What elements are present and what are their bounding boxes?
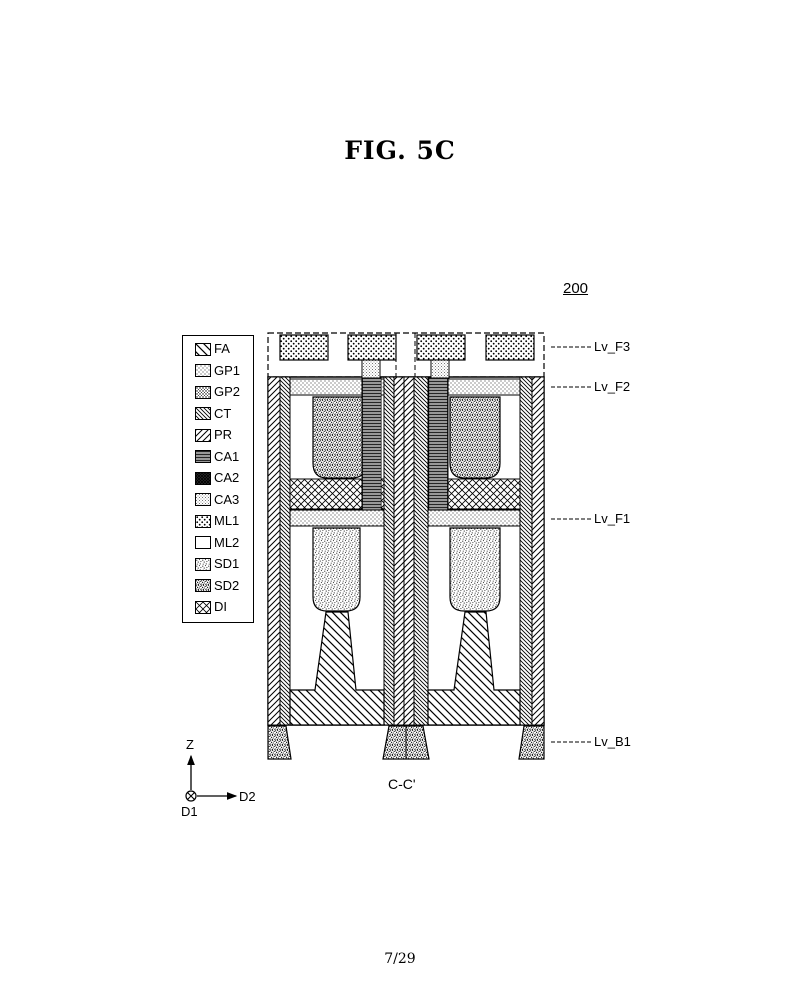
level-label-f1: Lv_F1: [594, 511, 631, 526]
figure-title: FIG. 5C: [344, 136, 456, 165]
legend-swatch-gp2: [195, 385, 211, 399]
legend-item: CA3: [195, 492, 239, 508]
legend-swatch-sd2: [195, 579, 211, 592]
legend-item: SD2: [195, 578, 239, 594]
legend-label: ML1: [214, 513, 240, 528]
legend-item: ML2: [195, 535, 239, 551]
section-label: C-C': [388, 776, 416, 792]
legend-swatch-ml2: [195, 536, 211, 549]
metal-line-ml1: [279, 334, 329, 361]
legend-item: GP2: [195, 384, 240, 400]
legend-item: CA1: [195, 449, 239, 465]
legend-swatch-ml1: [195, 514, 211, 528]
legend-swatch-ca2: [195, 471, 211, 485]
legend-item: PR: [195, 427, 232, 443]
legend-label: DI: [214, 599, 227, 614]
metal-line-ml1: [416, 334, 466, 361]
metal-layer-f3: [267, 332, 545, 378]
legend-item: SD1: [195, 556, 239, 572]
level-leaders: [551, 346, 591, 743]
level-label-b1: Lv_B1: [594, 734, 631, 749]
legend-item: FA: [195, 341, 230, 357]
legend-swatch-sd1: [195, 557, 211, 571]
legend-swatch-fa: [195, 342, 211, 356]
legend-label: GP1: [214, 362, 241, 378]
legend-label: CT: [214, 405, 232, 421]
legend-swatch-ca3: [195, 493, 211, 506]
legend-swatch-di: [195, 600, 211, 614]
legend-label: CA3: [214, 491, 240, 507]
backside-contacts: [267, 725, 545, 760]
legend-label: PR: [214, 427, 233, 442]
z-axis-label: Z: [186, 737, 194, 752]
legend-label: ML2: [214, 534, 240, 550]
axis-indicator: [185, 754, 238, 802]
legend-label: CA1: [214, 448, 240, 464]
legend-swatch-pr: [195, 428, 211, 442]
device-body: [267, 359, 545, 726]
metal-line-ml1: [347, 334, 397, 361]
legend: FA GP1 GP2 CT PR CA1 CA2 CA3 ML1 ML2 SD1: [182, 335, 254, 623]
level-label-f3: Lv_F3: [594, 339, 631, 354]
legend-label: SD2: [214, 577, 240, 593]
d2-axis-label: D2: [239, 789, 256, 804]
reference-number: 200: [563, 280, 589, 297]
legend-swatch-ct: [195, 407, 211, 420]
legend-item: GP1: [195, 363, 240, 379]
legend-item: CA2: [195, 470, 239, 486]
legend-item: ML1: [195, 513, 239, 529]
level-label-f2: Lv_F2: [594, 379, 631, 394]
legend-item: CT: [195, 406, 231, 422]
legend-swatch-gp1: [195, 364, 211, 377]
legend-label: FA: [214, 341, 230, 356]
d1-axis-label: D1: [181, 804, 198, 819]
metal-line-ml1: [485, 334, 535, 361]
legend-item: DI: [195, 599, 227, 615]
legend-label: SD1: [214, 556, 240, 571]
page-number: 7/29: [384, 951, 416, 967]
legend-swatch-ca1: [195, 450, 211, 463]
legend-label: GP2: [214, 384, 241, 399]
legend-label: CA2: [214, 470, 240, 485]
